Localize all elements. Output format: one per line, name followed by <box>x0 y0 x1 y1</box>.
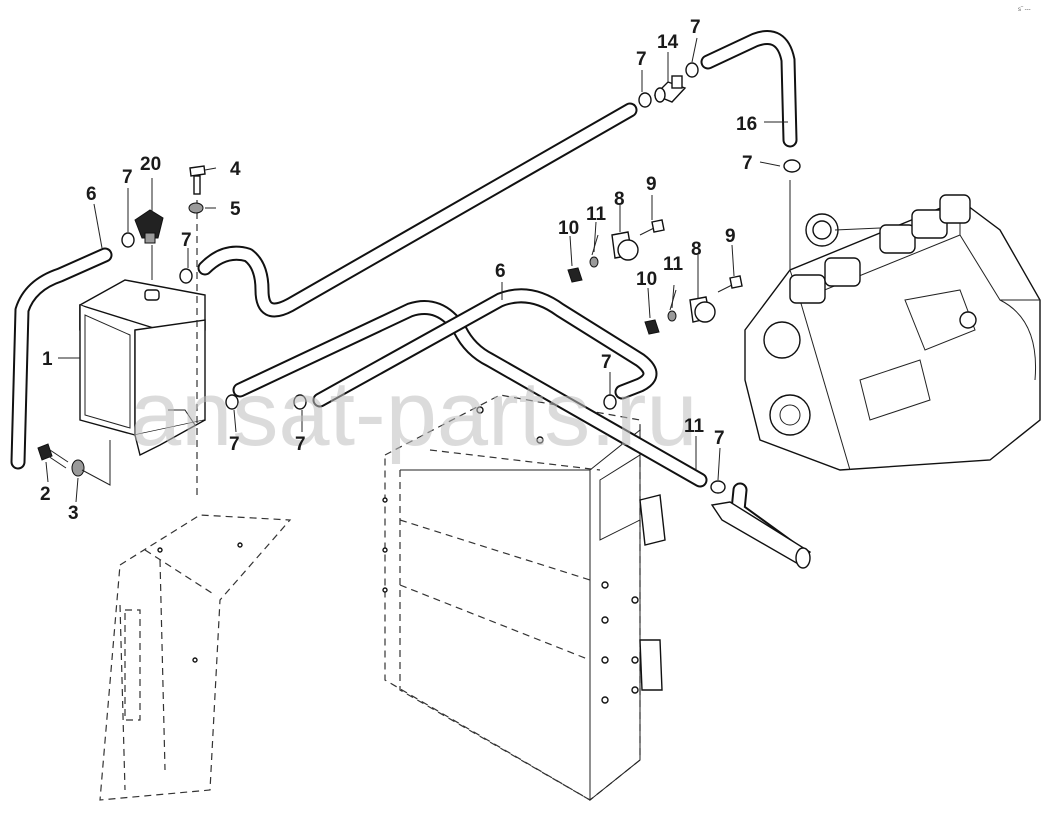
leader-lines <box>45 37 788 503</box>
callout-7: 7 <box>122 167 133 188</box>
callout-5: 5 <box>230 199 241 220</box>
tank-cap <box>134 209 164 280</box>
callout-8: 8 <box>691 239 702 260</box>
hose-clamps <box>121 62 801 494</box>
callouts: 16 14 7 7 7 20 4 5 7 6 7 9 8 11 10 9 8 1… <box>40 17 757 524</box>
callout-4: 4 <box>230 159 241 180</box>
callout-6: 6 <box>86 184 97 205</box>
callout-10: 10 <box>558 218 579 239</box>
expansion-tank <box>79 279 206 457</box>
callout-7: 7 <box>636 49 647 70</box>
radiator-assembly <box>382 394 666 802</box>
callout-11: 11 <box>663 254 684 275</box>
engine <box>744 180 1041 471</box>
callout-9: 9 <box>725 226 736 247</box>
hoses <box>10 30 812 569</box>
callout-14: 14 <box>657 32 679 53</box>
callout-7: 7 <box>295 434 306 455</box>
callout-2: 2 <box>40 484 51 505</box>
washer-5 <box>188 202 204 214</box>
callout-7: 7 <box>690 17 701 38</box>
bolt-4 <box>189 165 206 500</box>
fitting-14 <box>653 75 687 103</box>
callout-16: 16 <box>736 114 757 135</box>
callout-9: 9 <box>646 174 657 195</box>
callout-7: 7 <box>229 434 240 455</box>
callout-7: 7 <box>742 153 753 174</box>
bracket-set-lower <box>644 275 743 335</box>
callout-11: 11 <box>684 416 705 437</box>
callout-10: 10 <box>636 269 657 290</box>
callout-1: 1 <box>42 349 53 370</box>
callout-3: 3 <box>68 503 79 524</box>
watermark-text: ansat-parts.ru <box>130 363 698 465</box>
callout-7: 7 <box>714 428 725 449</box>
callout-7: 7 <box>601 352 612 373</box>
nut-3 <box>71 440 111 486</box>
callout-11: 11 <box>586 204 607 225</box>
bolt-2 <box>37 443 69 469</box>
callout-7: 7 <box>181 230 192 251</box>
callout-8: 8 <box>614 189 625 210</box>
callout-20: 20 <box>140 154 161 175</box>
callout-6: 6 <box>495 261 506 282</box>
mounting-bracket <box>99 514 292 801</box>
corner-code: s‾ --- <box>1018 6 1031 13</box>
bracket-set-upper <box>567 219 665 283</box>
